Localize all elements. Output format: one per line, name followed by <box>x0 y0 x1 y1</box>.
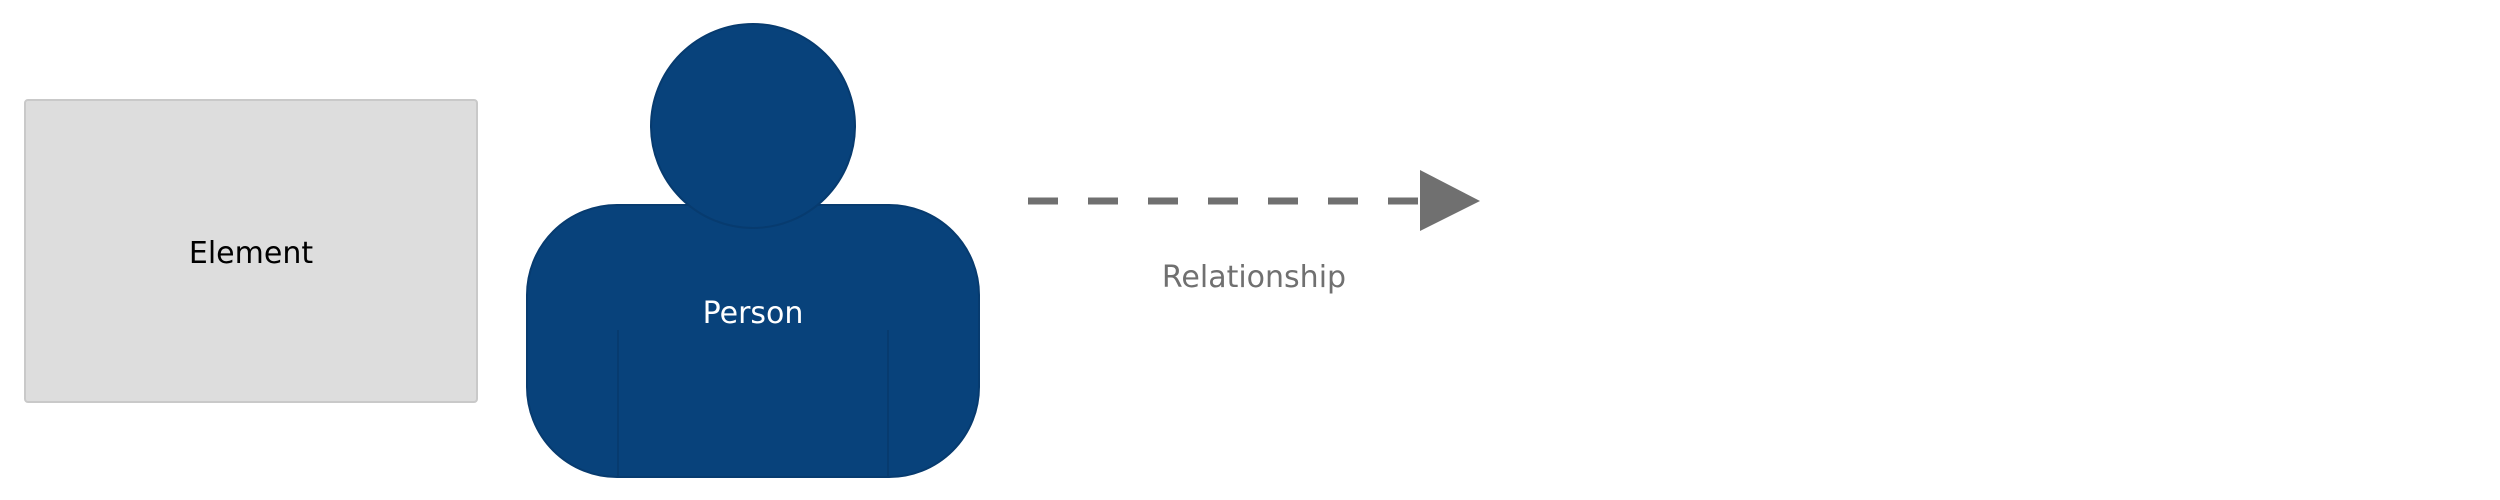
person-label: Person <box>703 296 804 331</box>
person-body <box>526 204 980 478</box>
relationship-arrowhead-icon <box>1420 170 1480 231</box>
person-node[interactable]: Person <box>526 23 980 478</box>
relationship-edge[interactable]: Relationship <box>1028 170 1480 295</box>
element-box <box>24 99 478 403</box>
relationship-label: Relationship <box>1162 260 1346 295</box>
element-label: Element <box>189 236 313 271</box>
element-node[interactable]: Element <box>24 99 478 403</box>
person-head <box>650 23 856 229</box>
